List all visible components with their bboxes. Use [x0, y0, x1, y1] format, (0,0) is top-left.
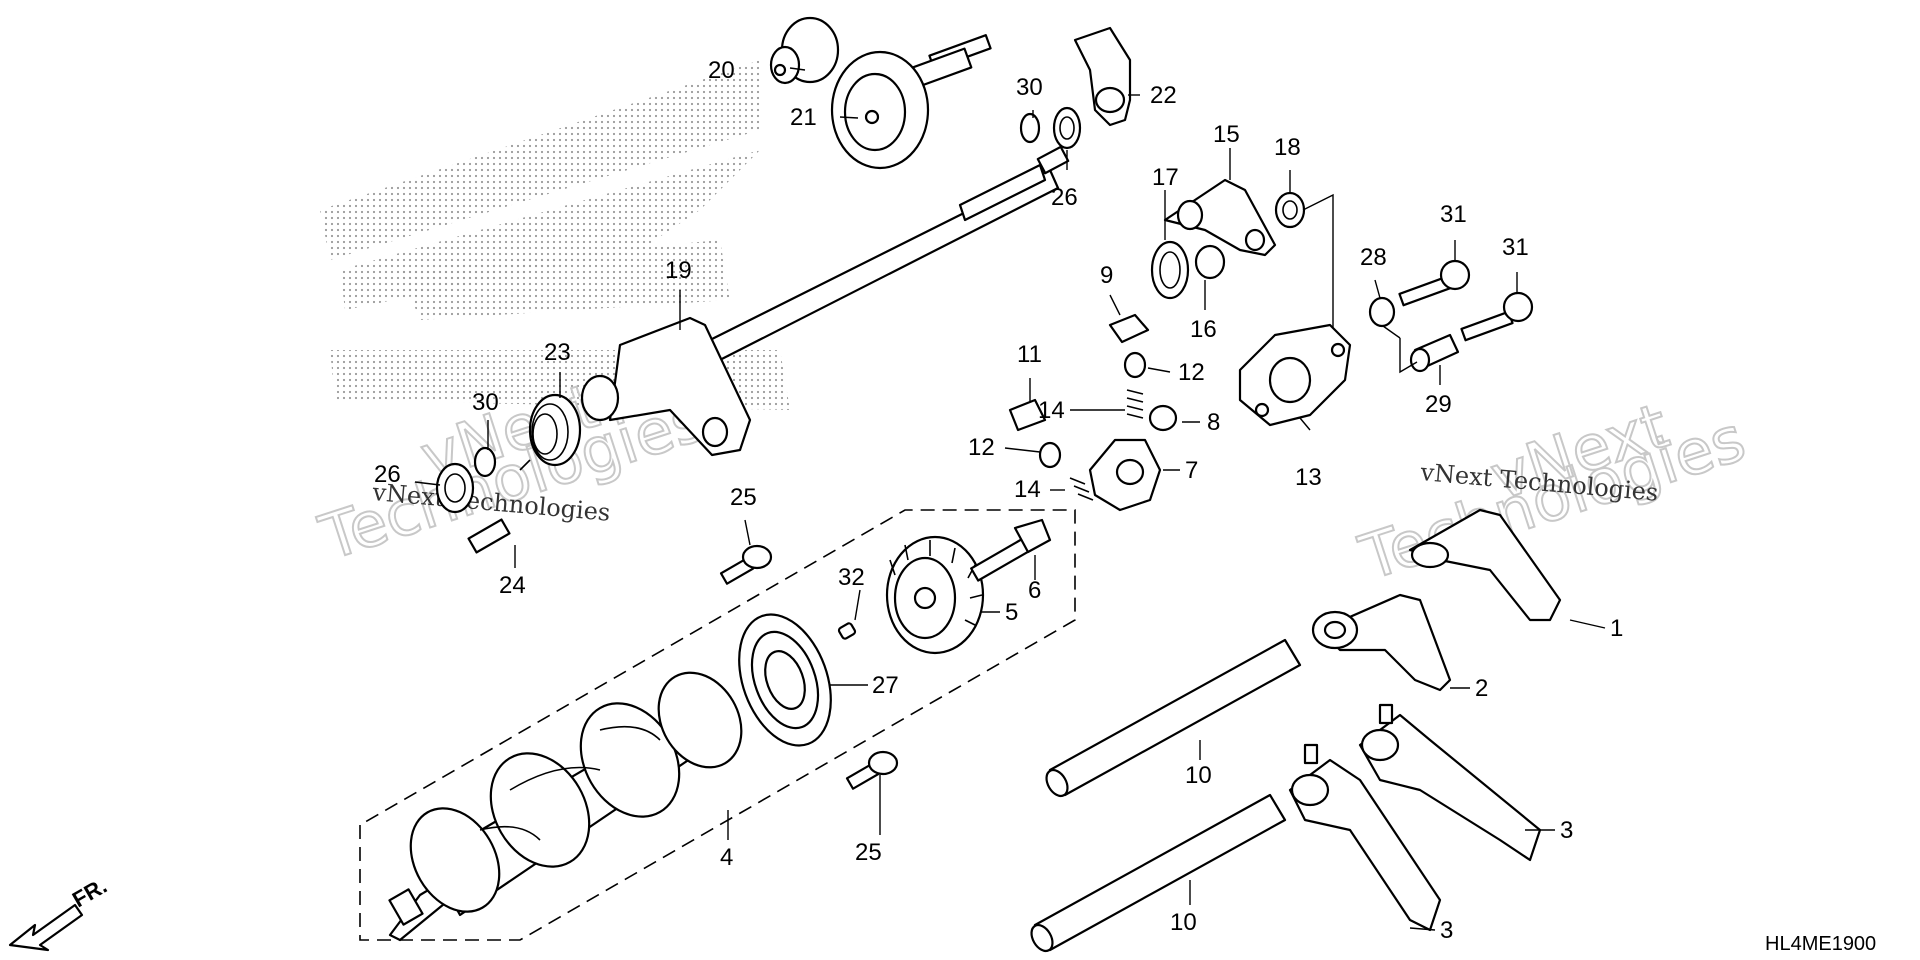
- callout-29: 29: [1425, 391, 1452, 418]
- callout-26-upper: 26: [1051, 184, 1078, 211]
- callout-24: 24: [499, 572, 526, 599]
- spring-pin-bolt: [467, 518, 511, 554]
- washer-upper: [1052, 106, 1082, 150]
- callout-12-lower: 12: [968, 434, 995, 461]
- stopper-arm: [1163, 178, 1277, 257]
- pin-washer: [1148, 404, 1178, 432]
- callout-4: 4: [720, 844, 733, 871]
- callout-12-upper: 12: [1178, 359, 1205, 386]
- callout-31-left: 31: [1440, 201, 1467, 228]
- plunger-lower: [1038, 441, 1062, 469]
- fork-shaft-lower: [1030, 793, 1287, 953]
- callout-13: 13: [1295, 464, 1322, 491]
- bearing: [738, 613, 832, 747]
- shift-fork-2: [1311, 593, 1452, 692]
- callout-19: 19: [665, 257, 692, 284]
- flange-bolt-upper: [719, 544, 773, 585]
- dowel-pin: [837, 622, 857, 640]
- callout-10-upper: 10: [1185, 762, 1212, 789]
- callout-14-lower: 14: [1014, 476, 1041, 503]
- watermark-right: vNext Technologies vNext Technologies: [1350, 388, 1754, 596]
- callout-7: 7: [1185, 457, 1198, 484]
- callout-labels: 20 21 30 26 22 15 18 17 16 9 12 11 14 12…: [374, 57, 1623, 944]
- ratchet-pawl-lower: [1008, 398, 1047, 432]
- stopper-collar: [1194, 244, 1226, 280]
- callout-27: 27: [872, 672, 899, 699]
- ratchet-guide-plate: [1088, 438, 1162, 512]
- callout-22: 22: [1150, 82, 1177, 109]
- callout-20: 20: [708, 57, 735, 84]
- callout-14-upper: 14: [1038, 397, 1065, 424]
- pawl-spring-upper: [1126, 389, 1144, 419]
- callout-16: 16: [1190, 316, 1217, 343]
- callout-26-lower: 26: [374, 461, 401, 488]
- shift-drum: [388, 671, 743, 942]
- callout-5: 5: [1005, 599, 1018, 626]
- drum-stopper-plate: [1238, 323, 1352, 427]
- stopper-bolt-lower: [1460, 291, 1534, 342]
- pawl-spring-lower: [1069, 477, 1094, 501]
- callout-28: 28: [1360, 244, 1387, 271]
- return-spring: [519, 393, 582, 471]
- callout-17: 17: [1152, 164, 1179, 191]
- shift-fork-3-upper: [1358, 703, 1542, 862]
- stopper-washer: [1274, 191, 1306, 229]
- flange-bolt-lower: [845, 750, 899, 790]
- ratchet-pawl-upper: [1108, 313, 1150, 344]
- callout-11: 11: [1017, 341, 1042, 368]
- washer-left: [435, 462, 475, 514]
- callout-31-right: 31: [1502, 234, 1529, 261]
- callout-25-upper: 25: [730, 484, 757, 511]
- drawing-code: HL4ME1900: [1765, 933, 1876, 955]
- gearshift-spindle: [580, 145, 1070, 457]
- shift-drum-assembly-outline: [359, 509, 1076, 941]
- callout-2: 2: [1475, 675, 1488, 702]
- callout-30-lower: 30: [472, 389, 499, 416]
- callout-8: 8: [1207, 409, 1220, 436]
- callout-25-lower: 25: [855, 839, 882, 866]
- fork-shaft-upper: [1045, 638, 1302, 798]
- callout-3-lower: 3: [1440, 917, 1453, 944]
- callout-23: 23: [544, 339, 571, 366]
- callout-3-upper: 3: [1560, 817, 1573, 844]
- callout-32: 32: [838, 564, 865, 591]
- shift-drum-center: [885, 535, 985, 655]
- shift-fork-1: [1408, 508, 1562, 622]
- front-direction-indicator: FR.: [8, 873, 111, 952]
- circlip-left: [473, 446, 497, 478]
- callout-18: 18: [1274, 134, 1301, 161]
- dowel-pin-long: [1409, 333, 1460, 373]
- callout-9: 9: [1100, 262, 1113, 289]
- callout-15: 15: [1213, 121, 1240, 148]
- circlip-upper: [1019, 112, 1041, 144]
- callout-1: 1: [1610, 615, 1623, 642]
- callout-10-lower: 10: [1170, 909, 1197, 936]
- stopper-bolt-upper: [1398, 259, 1471, 307]
- callout-6: 6: [1028, 577, 1041, 604]
- drum-center-bolt: [970, 518, 1052, 582]
- shift-arm: [1073, 26, 1132, 127]
- callout-30-upper: 30: [1016, 74, 1043, 101]
- callout-21: 21: [790, 104, 817, 131]
- plunger-upper: [1123, 351, 1147, 379]
- stopper-spring: [1150, 240, 1190, 300]
- idle-gear: [830, 47, 973, 170]
- dowel-pin-short: [1368, 296, 1396, 328]
- leader-lines: [414, 67, 1606, 931]
